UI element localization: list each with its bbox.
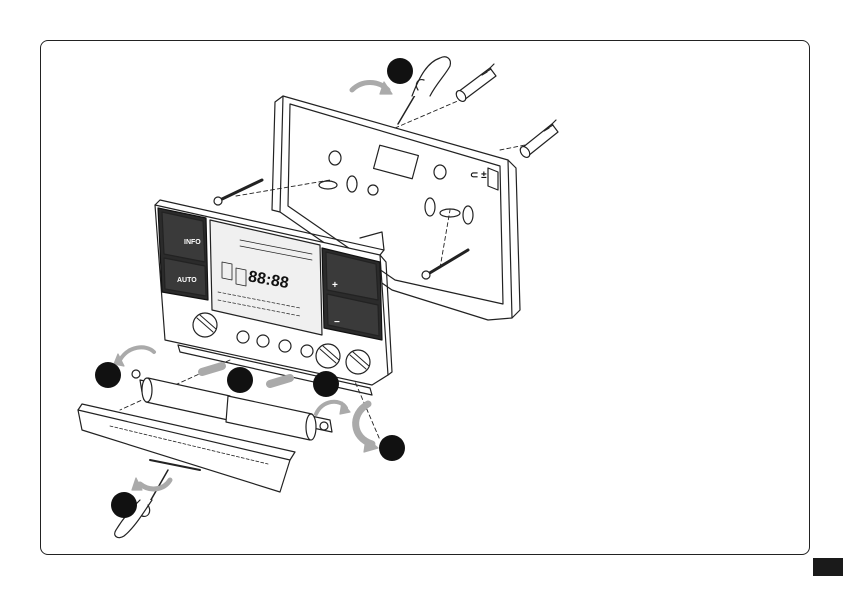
screw-icon [214,180,262,205]
step-marker-rotate-cover [379,435,405,461]
left-button-panel [158,208,208,300]
rotate-arrow-icon [132,478,170,490]
step-marker-battery-compartment [227,367,253,393]
rotate-arrow-icon [316,402,350,430]
plus-button-label: + [332,280,338,291]
auto-button-label: AUTO [177,277,197,284]
rotate-arrow-icon [352,82,392,94]
step-marker-screwdriver-top [387,58,413,84]
step-marker-unscrew-left [95,362,121,388]
page-tab-marker [813,558,843,576]
wall-plug-icon [518,120,558,159]
step-marker-unscrew-right [313,371,339,397]
polarity-mark: ⊂ ± [470,170,487,181]
wall-plug-icon [454,64,496,103]
step-marker-screwdriver-bottom [111,492,137,518]
info-button-label: INFO [184,239,201,246]
right-button-panel [322,248,382,340]
minus-button-label: − [334,317,340,328]
